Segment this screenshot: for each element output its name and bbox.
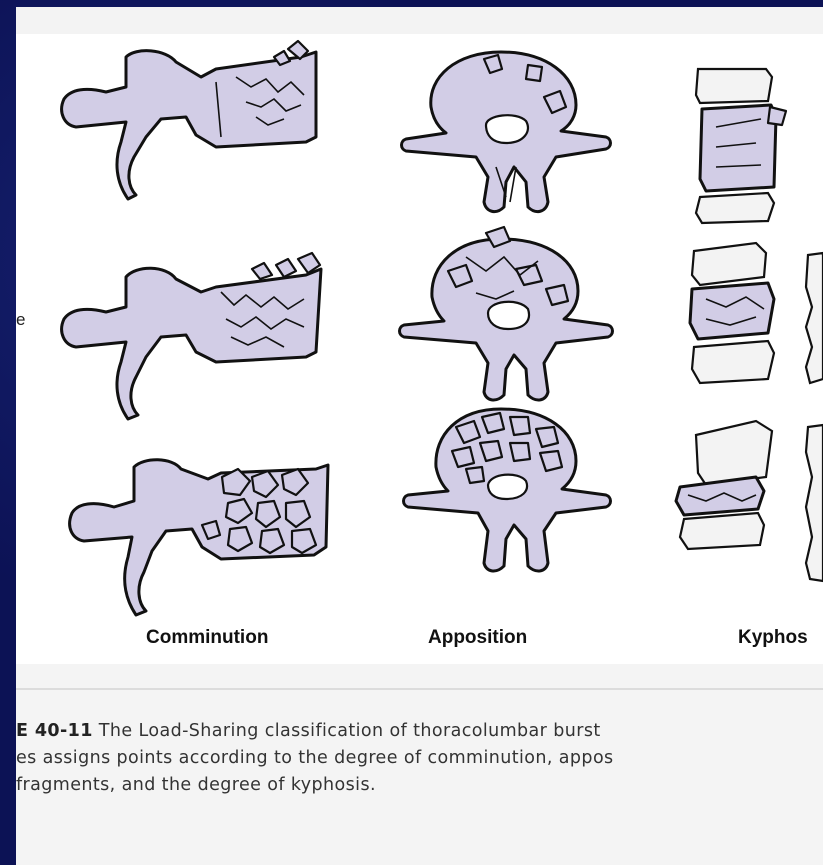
figure-number: E 40-11 [16,721,93,741]
lateral-vertebra-row3 [70,460,328,615]
column-label-apposition: Apposition [428,627,527,649]
axial-vertebra-row3 [404,409,611,571]
column-label-kyphosis: Kyphos [738,627,808,649]
axial-vertebra-row1 [402,52,611,212]
kyphosis-view-row2 [690,243,823,383]
caption-line-1-text: The Load-Sharing classification of thora… [93,721,601,741]
lateral-vertebra-row1 [62,41,316,199]
caption-line-1: E 40-11 The Load-Sharing classification … [16,718,823,745]
caption-divider [16,688,823,690]
caption-line-3: fragments, and the degree of kyphosis. [16,772,823,799]
figure-caption: E 40-11 The Load-Sharing classification … [16,718,823,799]
row-side-label: e [16,310,25,330]
textbook-page: .bone { fill: #d2cde6; stroke: #111; str… [16,7,823,865]
lateral-vertebra-row2 [62,253,321,419]
kyphosis-view-row3 [676,421,823,581]
kyphosis-view-row1 [696,69,786,223]
axial-vertebra-row2 [400,227,613,400]
column-label-comminution: Comminution [146,627,268,649]
vertebra-illustration: .bone { fill: #d2cde6; stroke: #111; str… [16,7,823,707]
caption-line-2: es assigns points according to the degre… [16,745,823,772]
